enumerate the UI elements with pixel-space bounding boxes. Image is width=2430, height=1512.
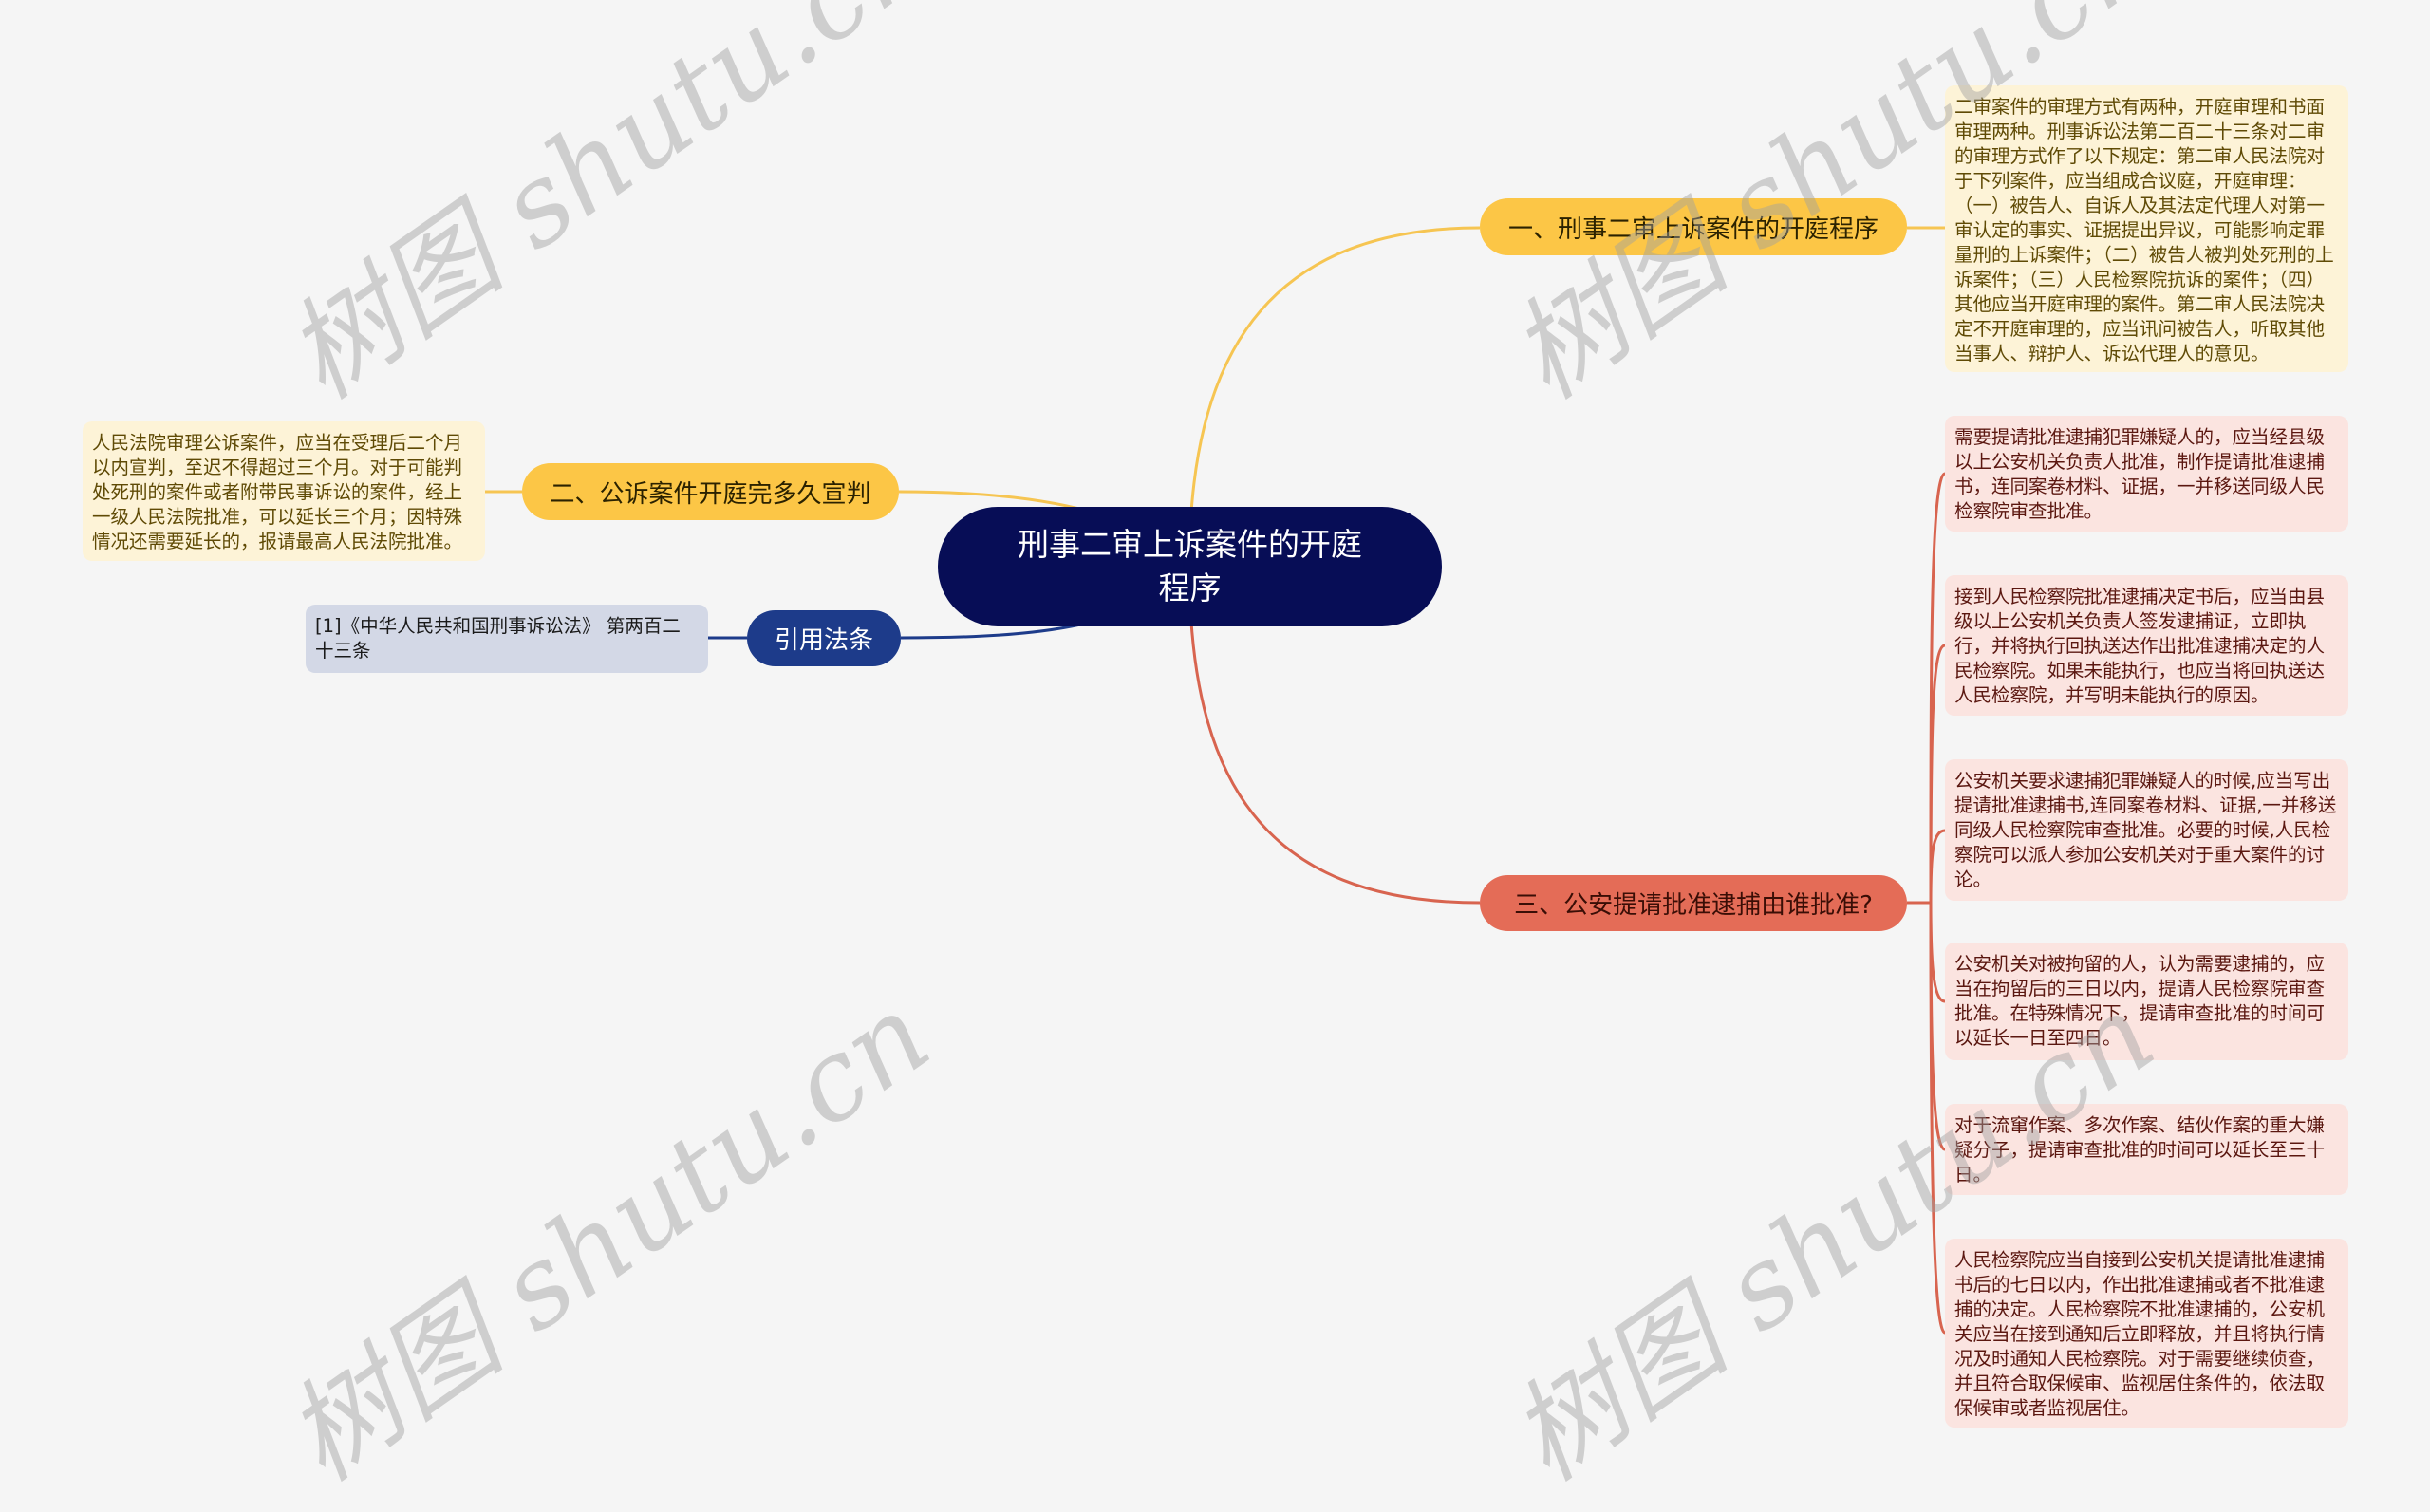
detail-text: 需要提请批准逮捕犯罪嫌疑人的，应当经县级以上公安机关负责人批准，制作提请批准逮捕…: [1954, 426, 2326, 522]
detail-arrest-approval-2[interactable]: 接到人民检察院批准逮捕决定书后，应当由县级以上公安机关负责人签发逮捕证，立即执行…: [1945, 575, 2348, 716]
watermark: 树图 shutu.cn: [263, 968, 952, 1506]
root-label: 刑事二审上诉案件的开庭程序: [1018, 526, 1362, 607]
detail-text: [1]《中华人民共和国刑事诉讼法》 第两百二十三条: [315, 615, 681, 662]
branch-label: 三、公安提请批准逮捕由谁批准?: [1514, 891, 1873, 920]
detail-cited-law[interactable]: [1]《中华人民共和国刑事诉讼法》 第两百二十三条: [306, 605, 708, 673]
detail-arrest-approval-5[interactable]: 对于流窜作案、多次作案、结伙作案的重大嫌疑分子，提请审查批准的时间可以延长至三十…: [1945, 1104, 2348, 1195]
branch-node-arrest-approval[interactable]: 三、公安提请批准逮捕由谁批准?: [1480, 875, 1907, 931]
branch-node-cited-law[interactable]: 引用法条: [747, 610, 901, 666]
detail-text: 公安机关对被拘留的人，认为需要逮捕的，应当在拘留后的三日以内，提请人民检察院审查…: [1954, 953, 2326, 1049]
branch-node-verdict-timing[interactable]: 二、公诉案件开庭完多久宣判: [522, 463, 899, 520]
detail-text: 人民检察院应当自接到公安机关提请批准逮捕书后的七日以内，作出批准逮捕或者不批准逮…: [1954, 1249, 2326, 1419]
branch-label: 二、公诉案件开庭完多久宣判: [550, 479, 871, 509]
detail-arrest-approval-6[interactable]: 人民检察院应当自接到公安机关提请批准逮捕书后的七日以内，作出批准逮捕或者不批准逮…: [1945, 1239, 2348, 1428]
branch-label: 一、刑事二审上诉案件的开庭程序: [1507, 215, 1879, 244]
detail-text: 二审案件的审理方式有两种，开庭审理和书面审理两种。刑事诉讼法第二百二十三条对二审…: [1954, 96, 2334, 364]
detail-arrest-approval-4[interactable]: 公安机关对被拘留的人，认为需要逮捕的，应当在拘留后的三日以内，提请人民检察院审查…: [1945, 943, 2348, 1060]
detail-text: 公安机关要求逮捕犯罪嫌疑人的时候,应当写出提请批准逮捕书,连同案卷材料、证据,一…: [1954, 770, 2337, 890]
watermark: 树图 shutu.cn: [263, 0, 952, 424]
branch-node-courtroom-procedure[interactable]: 一、刑事二审上诉案件的开庭程序: [1480, 198, 1907, 255]
detail-arrest-approval-1[interactable]: 需要提请批准逮捕犯罪嫌疑人的，应当经县级以上公安机关负责人批准，制作提请批准逮捕…: [1945, 416, 2348, 532]
detail-text: 接到人民检察院批准逮捕决定书后，应当由县级以上公安机关负责人签发逮捕证，立即执行…: [1954, 586, 2326, 706]
detail-arrest-approval-3[interactable]: 公安机关要求逮捕犯罪嫌疑人的时候,应当写出提请批准逮捕书,连同案卷材料、证据,一…: [1945, 759, 2348, 901]
root-node[interactable]: 刑事二审上诉案件的开庭程序: [938, 507, 1442, 626]
detail-text: 对于流窜作案、多次作案、结伙作案的重大嫌疑分子，提请审查批准的时间可以延长至三十…: [1954, 1114, 2326, 1185]
detail-courtroom-procedure[interactable]: 二审案件的审理方式有两种，开庭审理和书面审理两种。刑事诉讼法第二百二十三条对二审…: [1945, 85, 2348, 372]
detail-verdict-timing[interactable]: 人民法院审理公诉案件，应当在受理后二个月以内宣判，至迟不得超过三个月。对于可能判…: [83, 421, 485, 561]
branch-label: 引用法条: [774, 626, 873, 655]
detail-text: 人民法院审理公诉案件，应当在受理后二个月以内宣判，至迟不得超过三个月。对于可能判…: [92, 432, 463, 552]
